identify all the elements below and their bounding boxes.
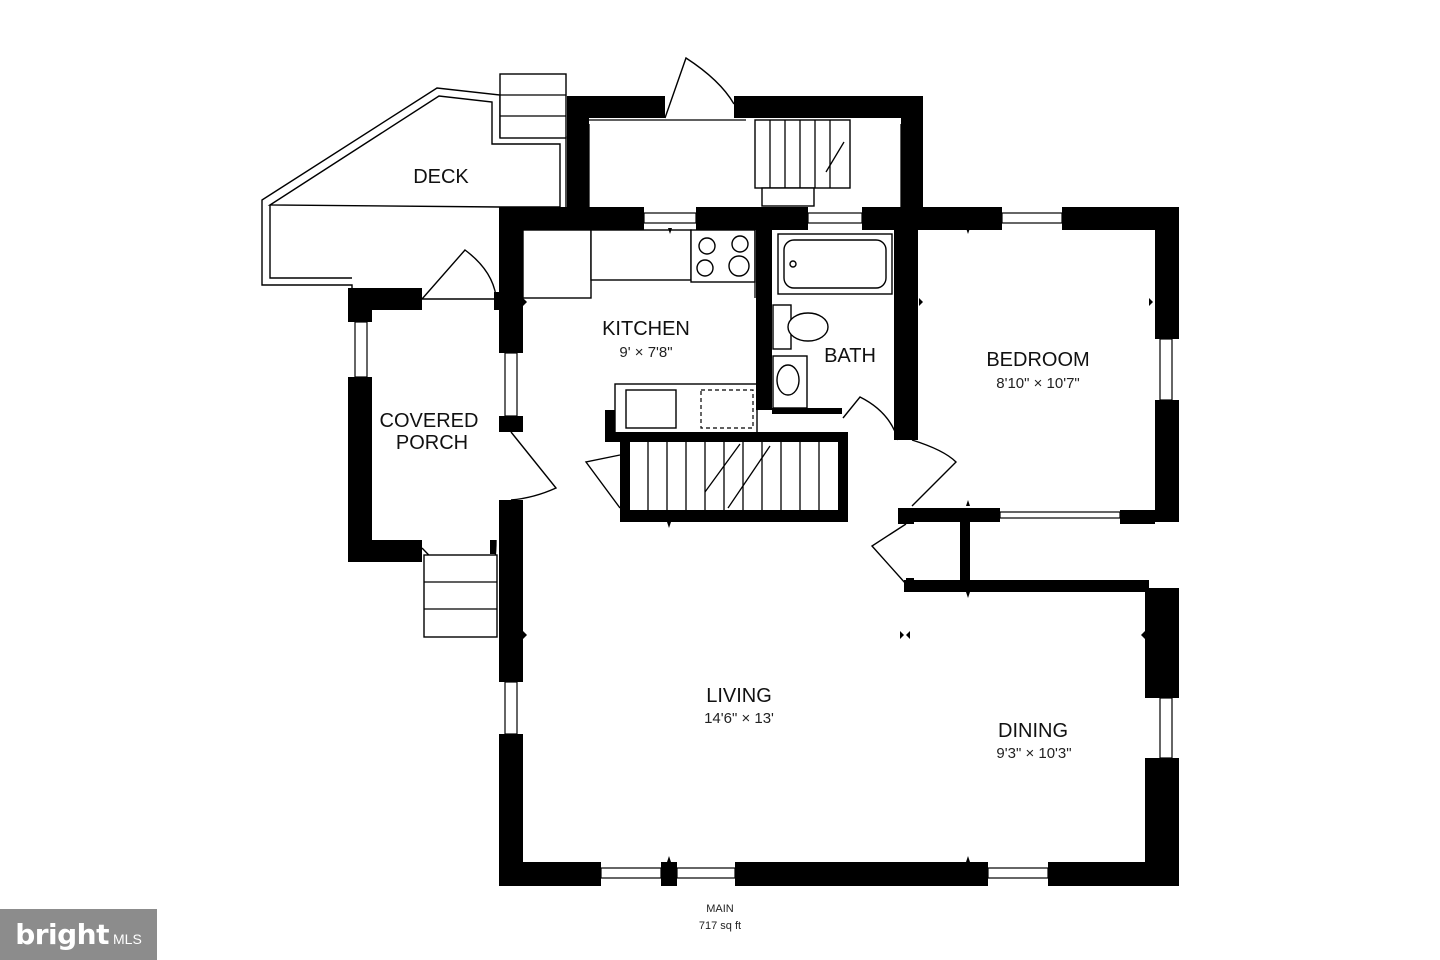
wall-markers [523, 228, 1153, 862]
floor-name: MAIN [706, 903, 734, 915]
rear-stairs [754, 119, 851, 207]
bath-label: BATH [824, 345, 876, 367]
watermark-suffix: MLS [113, 930, 142, 947]
bedroom-walls [898, 228, 1155, 592]
windows [354, 212, 1173, 879]
kitchen-label: KITCHEN [602, 318, 690, 340]
living-dims: 14'6" × 13' [704, 710, 774, 727]
porch-label-line1: COVERED [380, 410, 479, 432]
bath-fixtures [772, 233, 899, 441]
kitchen-walls [605, 410, 845, 442]
bright-mls-watermark: bright MLS [0, 909, 157, 960]
watermark-brand: bright [15, 918, 109, 951]
bedroom-label: BEDROOM [986, 349, 1089, 371]
kitchen-fixtures [522, 229, 758, 435]
main-stairs [584, 432, 848, 522]
living-label: LIVING [706, 685, 772, 707]
deck-steps [499, 73, 567, 139]
exterior-walls [499, 207, 1179, 886]
bedroom-doors [870, 439, 957, 592]
porch-steps [423, 554, 498, 638]
bedroom-dims: 8'10" × 10'7" [996, 375, 1080, 392]
floor-area: 717 sq ft [699, 920, 741, 932]
rear-entry-walls [567, 96, 923, 216]
porch-label-line2: PORCH [396, 432, 468, 454]
kitchen-dims: 9' × 7'8" [619, 344, 672, 361]
porch-walls [348, 288, 422, 562]
dining-label: DINING [998, 720, 1068, 742]
rear-entry-door [664, 56, 735, 119]
deck-label: DECK [413, 166, 469, 188]
dining-dims: 9'3" × 10'3" [996, 745, 1071, 762]
